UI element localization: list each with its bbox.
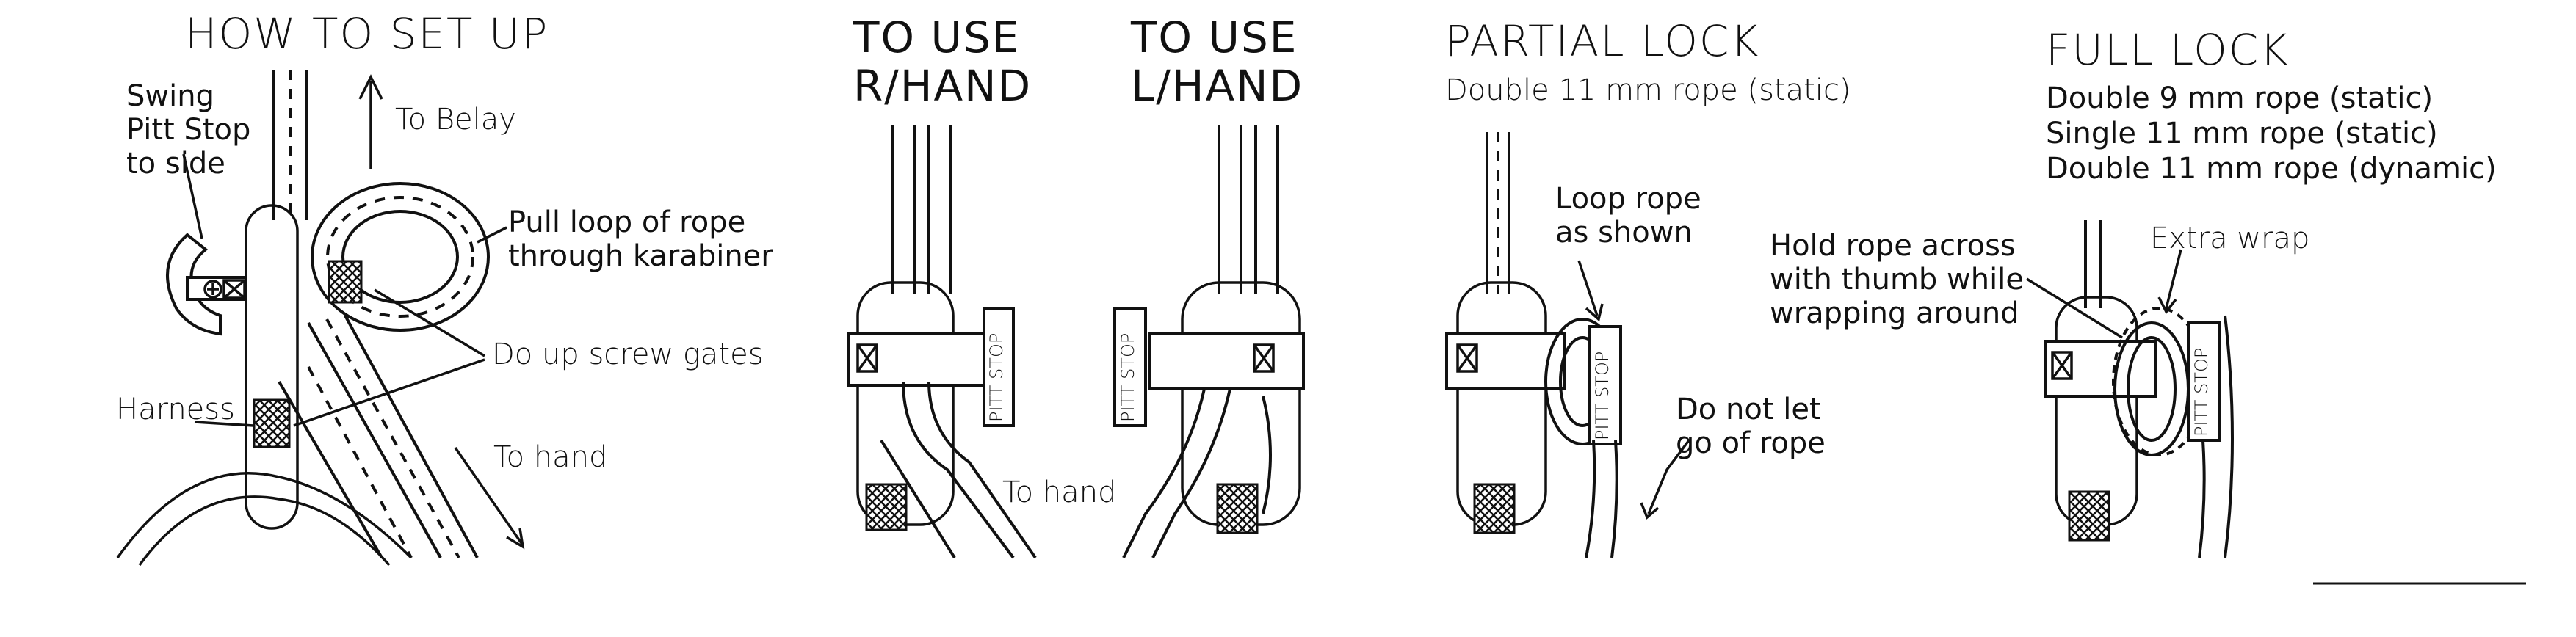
- full-rope-top: [2084, 220, 2102, 308]
- swing-label: Swing Pitt Stop to side: [126, 79, 250, 181]
- partial-pitt-stop-tab: [1588, 325, 1622, 445]
- setup-harness-strap-inner: [138, 495, 391, 567]
- rhand-rope-bottom: [880, 381, 1037, 559]
- full-device-label: PITT STOP: [2191, 347, 2212, 437]
- partial-illustration: [1445, 132, 1690, 558]
- rhand-title: TO USE R/HAND: [853, 13, 1032, 110]
- pull-loop-pointer: [477, 226, 507, 244]
- hold-pointer: [2026, 277, 2123, 339]
- lhand-rope-bottom: [1122, 388, 1272, 558]
- full-rope-spec-2: Single 11 mm rope (static): [2046, 117, 2438, 150]
- partial-title: PARTIAL LOCK: [1445, 16, 1760, 66]
- pull-loop-line-2: through karabiner: [508, 239, 773, 273]
- setup-harness-strap: [116, 471, 413, 559]
- rhand-screw-gate: [865, 483, 908, 531]
- to-belay-arrow-icon: [358, 74, 383, 169]
- hold-label: Hold rope across with thumb while wrappi…: [1770, 229, 2024, 330]
- loop-line-2: as shown: [1555, 216, 1693, 250]
- partial-rope-bottom: [1585, 440, 1618, 558]
- full-rope-bottom: [2198, 315, 2234, 558]
- harness-label: Harness: [116, 393, 235, 426]
- swing-line-1: Swing: [126, 79, 214, 113]
- full-rope-specs: Double 9 mm rope (static) Single 11 mm r…: [2046, 81, 2497, 186]
- lhand-title-line-1: TO USE: [1131, 12, 1298, 62]
- partial-rope-top: [1486, 132, 1510, 294]
- hold-line-3: wrapping around: [1770, 296, 2019, 330]
- swing-line-2: Pitt Stop: [126, 113, 251, 147]
- lhand-pitt-stop-tab: [1113, 307, 1147, 427]
- lhand-device-label: PITT STOP: [1118, 332, 1138, 422]
- partial-screw-gate: [1473, 483, 1516, 534]
- pull-loop-line-1: Pull loop of rope: [508, 205, 746, 239]
- swing-line-3: to side: [126, 147, 225, 181]
- setup-screw-gate-top: [328, 260, 363, 304]
- let-go-label: Do not let go of rope: [1676, 393, 1826, 460]
- setup-title: HOW TO SET UP: [185, 9, 549, 59]
- lhand-title-line-2: L/HAND: [1131, 61, 1304, 111]
- partial-pitt-stop-pin: [1456, 343, 1478, 373]
- rhand-title-line-1: TO USE: [853, 12, 1021, 62]
- screw-gates-pointer-2: [293, 358, 485, 427]
- hold-line-1: Hold rope across: [1770, 229, 2016, 263]
- setup-karabiner: [245, 204, 299, 530]
- rhand-pitt-stop-body: [847, 332, 996, 387]
- setup-rope-loop: [311, 182, 490, 332]
- screw-gates-label: Do up screw gates: [492, 338, 764, 371]
- lhand-pitt-stop-body: [1148, 332, 1305, 390]
- rhand-rope-top: [891, 125, 952, 294]
- to-belay-label: To Belay: [395, 103, 516, 136]
- let-go-line-2: go of rope: [1676, 426, 1826, 460]
- partial-rope-spec: Double 11 mm rope (static): [1445, 73, 1851, 107]
- screw-gates-pointer-1: [374, 288, 485, 357]
- full-illustration: [2026, 220, 2234, 558]
- loop-label: Loop rope as shown: [1555, 182, 1701, 250]
- rhand-title-line-2: R/HAND: [853, 61, 1032, 111]
- lhand-screw-gate: [1216, 483, 1259, 534]
- full-pitt-stop-pin: [2051, 351, 2073, 380]
- lhand-rope-top: [1218, 125, 1279, 294]
- lhand-illustration: [1113, 125, 1305, 558]
- lhand-pitt-stop-pin: [1253, 343, 1275, 373]
- setup-rope-vertical: [272, 70, 308, 220]
- hold-line-2: with thumb while: [1770, 263, 2024, 296]
- rhand-to-hand-label: To hand: [1002, 476, 1117, 509]
- setup-rope-to-hand: [278, 315, 479, 559]
- full-pitt-stop-body: [2044, 340, 2157, 398]
- loop-line-1: Loop rope: [1555, 182, 1701, 216]
- swing-pointer: [182, 153, 203, 239]
- let-go-line-1: Do not let: [1676, 393, 1821, 426]
- partial-device-label: PITT STOP: [1592, 351, 1613, 440]
- full-rope-spec-1: Double 9 mm rope (static): [2046, 81, 2434, 115]
- extra-wrap-pointer: [2157, 249, 2182, 315]
- full-title: FULL LOCK: [2046, 25, 2290, 75]
- setup-illustration: [116, 70, 525, 567]
- full-rope-spec-3: Double 11 mm rope (dynamic): [2046, 152, 2497, 186]
- extra-wrap-label: Extra wrap: [2150, 222, 2310, 255]
- lhand-title: TO USE L/HAND: [1131, 13, 1303, 110]
- rhand-device-label: PITT STOP: [986, 332, 1007, 422]
- rhand-pitt-stop-pin: [856, 343, 878, 373]
- let-go-pointer: [1640, 439, 1690, 520]
- pull-loop-label: Pull loop of rope through karabiner: [508, 205, 773, 273]
- rhand-illustration: [847, 125, 1037, 559]
- full-screw-gate: [2068, 490, 2110, 542]
- setup-to-hand-label: To hand: [493, 440, 608, 474]
- to-hand-arrow-icon: [454, 447, 525, 550]
- setup-screw-gate-bottom: [253, 398, 291, 448]
- setup-pitt-stop-device: [166, 233, 247, 336]
- loop-pointer: [1577, 260, 1604, 322]
- rhand-pitt-stop-tab: [983, 307, 1015, 427]
- harness-pointer: [194, 421, 254, 427]
